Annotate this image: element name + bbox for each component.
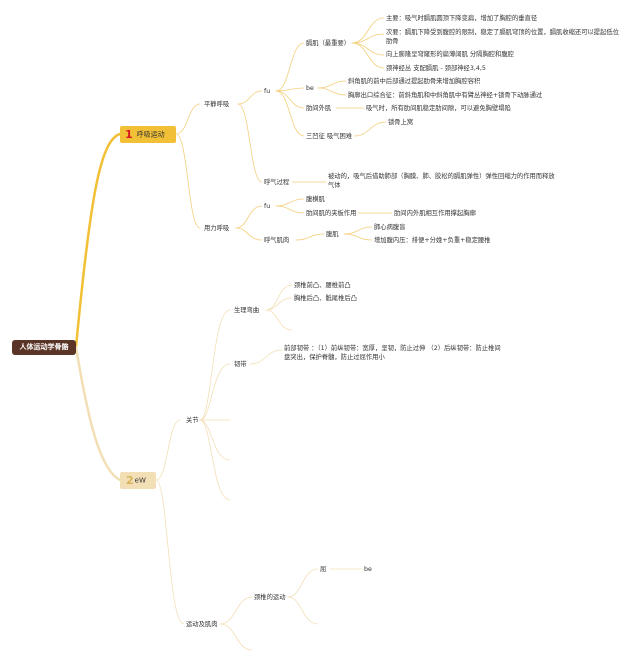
node-ligament[interactable]: 韧带 [234,361,247,368]
diaphragm-item-0[interactable]: 主要：吸气时膈肌圆顶下降变扁，增加了胸腔的垂直径 [386,15,538,22]
node-quiet-breathing[interactable]: 平静呼吸 [204,101,230,108]
node-expiratory-muscle[interactable]: 呼气肌肉 [264,237,290,244]
forced-item-1[interactable]: 肋间肌的夹板作用 [306,210,357,217]
main-connector-breathing [74,132,122,349]
be-item-0[interactable]: 斜角肌的前中后部通过提起肋骨来增加胸腔容积 [348,78,481,85]
be-item-1[interactable]: 胸廓出口综合征：前斜角肌和中斜角肌中有臂丛神经+锁骨下动脉通过 [348,92,543,99]
branch-number-badge: 2 [126,474,134,487]
node-abdominal[interactable]: 腹肌 [326,231,339,238]
node-flexion[interactable]: 屈 [320,566,327,573]
branch-breathing-label: 呼吸运动 [136,130,165,139]
abdominal-item-1[interactable]: 增加腹内压：排便+分娩+负重+稳定腰椎 [374,237,491,244]
three-concave-item[interactable]: 锁骨上窝 [388,119,414,126]
node-external-intercostal[interactable]: 肋间外肌 [306,105,332,112]
diaphragm-item-2[interactable]: 向上膨隆呈穹窿形的扁薄阔肌 分隔胸腔和腹腔 [386,51,514,58]
root-node[interactable]: 人体运动学骨骼 [12,340,76,355]
forced-item-0[interactable]: 腹横肌 [306,196,325,203]
exhale-desc[interactable]: 被动的，吸气后借助肺部（胸膜、肺、胶松的膈肌弹性）弹性回缩力的作用而释放气体 [328,173,555,189]
node-forced-breathing[interactable]: 用力呼吸 [204,225,230,232]
node-cervical-motion[interactable]: 颈椎的运动 [254,594,286,601]
node-motion-muscle[interactable]: 运动及肌肉 [186,621,218,628]
node-physiological-curve[interactable]: 生理弯曲 [234,307,260,314]
main-connector-ew [74,345,122,482]
curve-item-0[interactable]: 颈椎前凸、腰椎前凸 [294,282,351,289]
abdominal-item-0[interactable]: 肺心病腹盲 [374,224,406,231]
node-exhale[interactable]: 呼气过程 [264,179,290,186]
node-three-concave-sign[interactable]: 三凹征 吸气困难 [306,133,353,140]
branch-number-badge: 1 [125,128,133,141]
diaphragm-item-3[interactable]: 颈神经丛 支配膈肌 - 颈部神经3,4,5 [386,65,486,72]
node-diaphragm[interactable]: 膈肌（最重要） [306,40,351,47]
node-be[interactable]: be [306,85,314,92]
curve-item-1[interactable]: 胸椎后凸、骶尾椎后凸 [294,295,357,302]
node-forced-fu[interactable]: fu [264,203,271,210]
node-joints[interactable]: 关节 [186,417,199,424]
splint-desc[interactable]: 肋间内外肌相互作用撑起胸廓 [394,210,476,217]
ligament-desc[interactable]: 前部韧带 ：（1）前纵韧带：宽厚，坚韧，防止过伸 （2）后纵韧带：防止椎间盘突出… [284,345,501,361]
node-fu[interactable]: fu [264,88,271,95]
external-intercostal-desc[interactable]: 吸气时，所有肋间肌稳定肋间隙，可以避免胸壁塌陷 [366,105,511,112]
diaphragm-item-1[interactable]: 次要：膈肌下降受到腹腔的限制，稳定了膈肌穹顶的位置，膈肌收缩还可以提起低位肋骨 [386,29,619,45]
flexion-be[interactable]: be [364,566,372,573]
branch-ew-label: eW [134,476,146,485]
branch-ew[interactable]: 2eW [120,472,156,489]
